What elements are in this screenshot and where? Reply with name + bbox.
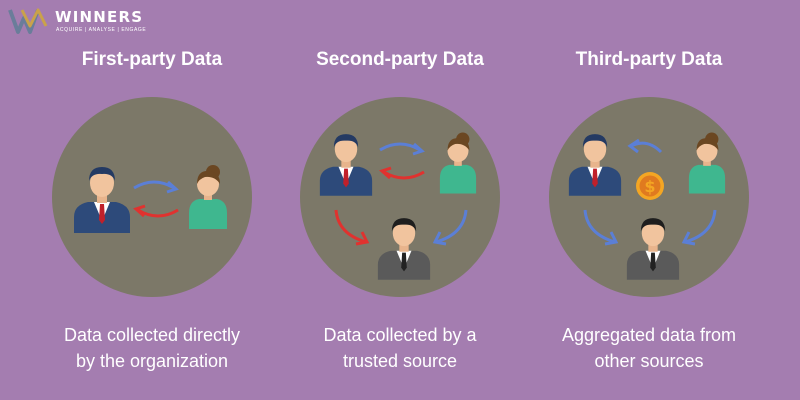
- red-arrow-down-icon: [334, 209, 370, 246]
- woman-icon: [189, 165, 227, 229]
- panel-third-party: Third-party Data $: [519, 0, 779, 400]
- man-icon: [626, 218, 680, 280]
- svg-text:$: $: [644, 177, 655, 196]
- caption-line: Aggregated data from: [561, 325, 737, 345]
- panel-caption: Aggregated data from other sources: [519, 322, 779, 374]
- exchange-arrows-icon: [133, 180, 179, 218]
- businessman-icon: [319, 134, 373, 196]
- blue-arrow-down-icon: [432, 209, 468, 246]
- diagram-circle: [52, 97, 252, 297]
- panel-title: First-party Data: [81, 49, 223, 70]
- blue-arrow-down-left-icon: [583, 209, 619, 246]
- brand-logo: WINNERS ACQUIRE | ANALYSE | ENGAGE: [8, 6, 178, 36]
- caption-line: other sources: [594, 351, 704, 371]
- panel-first-party: First-party Data Data collected directly…: [22, 0, 282, 400]
- businessman-icon: [568, 134, 622, 196]
- brand-name: WINNERS: [55, 8, 144, 26]
- panel-caption: Data collected directly by the organizat…: [22, 322, 282, 374]
- woman-icon: [688, 132, 726, 194]
- caption-line: by the organization: [75, 351, 229, 371]
- businessman-icon: [74, 167, 130, 233]
- exchange-arrows-icon: [379, 142, 425, 180]
- panel-second-party: Second-party Data Data collec: [270, 0, 530, 400]
- caption-line: trusted source: [342, 351, 458, 371]
- winners-logo-icon: [8, 8, 48, 34]
- man-icon: [377, 218, 431, 280]
- caption-line: Data collected by a: [323, 325, 477, 345]
- brand-tagline: ACQUIRE | ANALYSE | ENGAGE: [56, 27, 147, 33]
- panel-title: Third-party Data: [575, 49, 723, 70]
- blue-arrow-down-right-icon: [681, 209, 717, 246]
- caption-line: Data collected directly: [63, 325, 241, 345]
- panel-title: Second-party Data: [316, 49, 484, 70]
- dollar-coin-icon: $: [636, 172, 664, 200]
- panel-caption: Data collected by a trusted source: [270, 322, 530, 374]
- woman-icon: [439, 132, 477, 194]
- blue-arrow-left-icon: [627, 138, 663, 154]
